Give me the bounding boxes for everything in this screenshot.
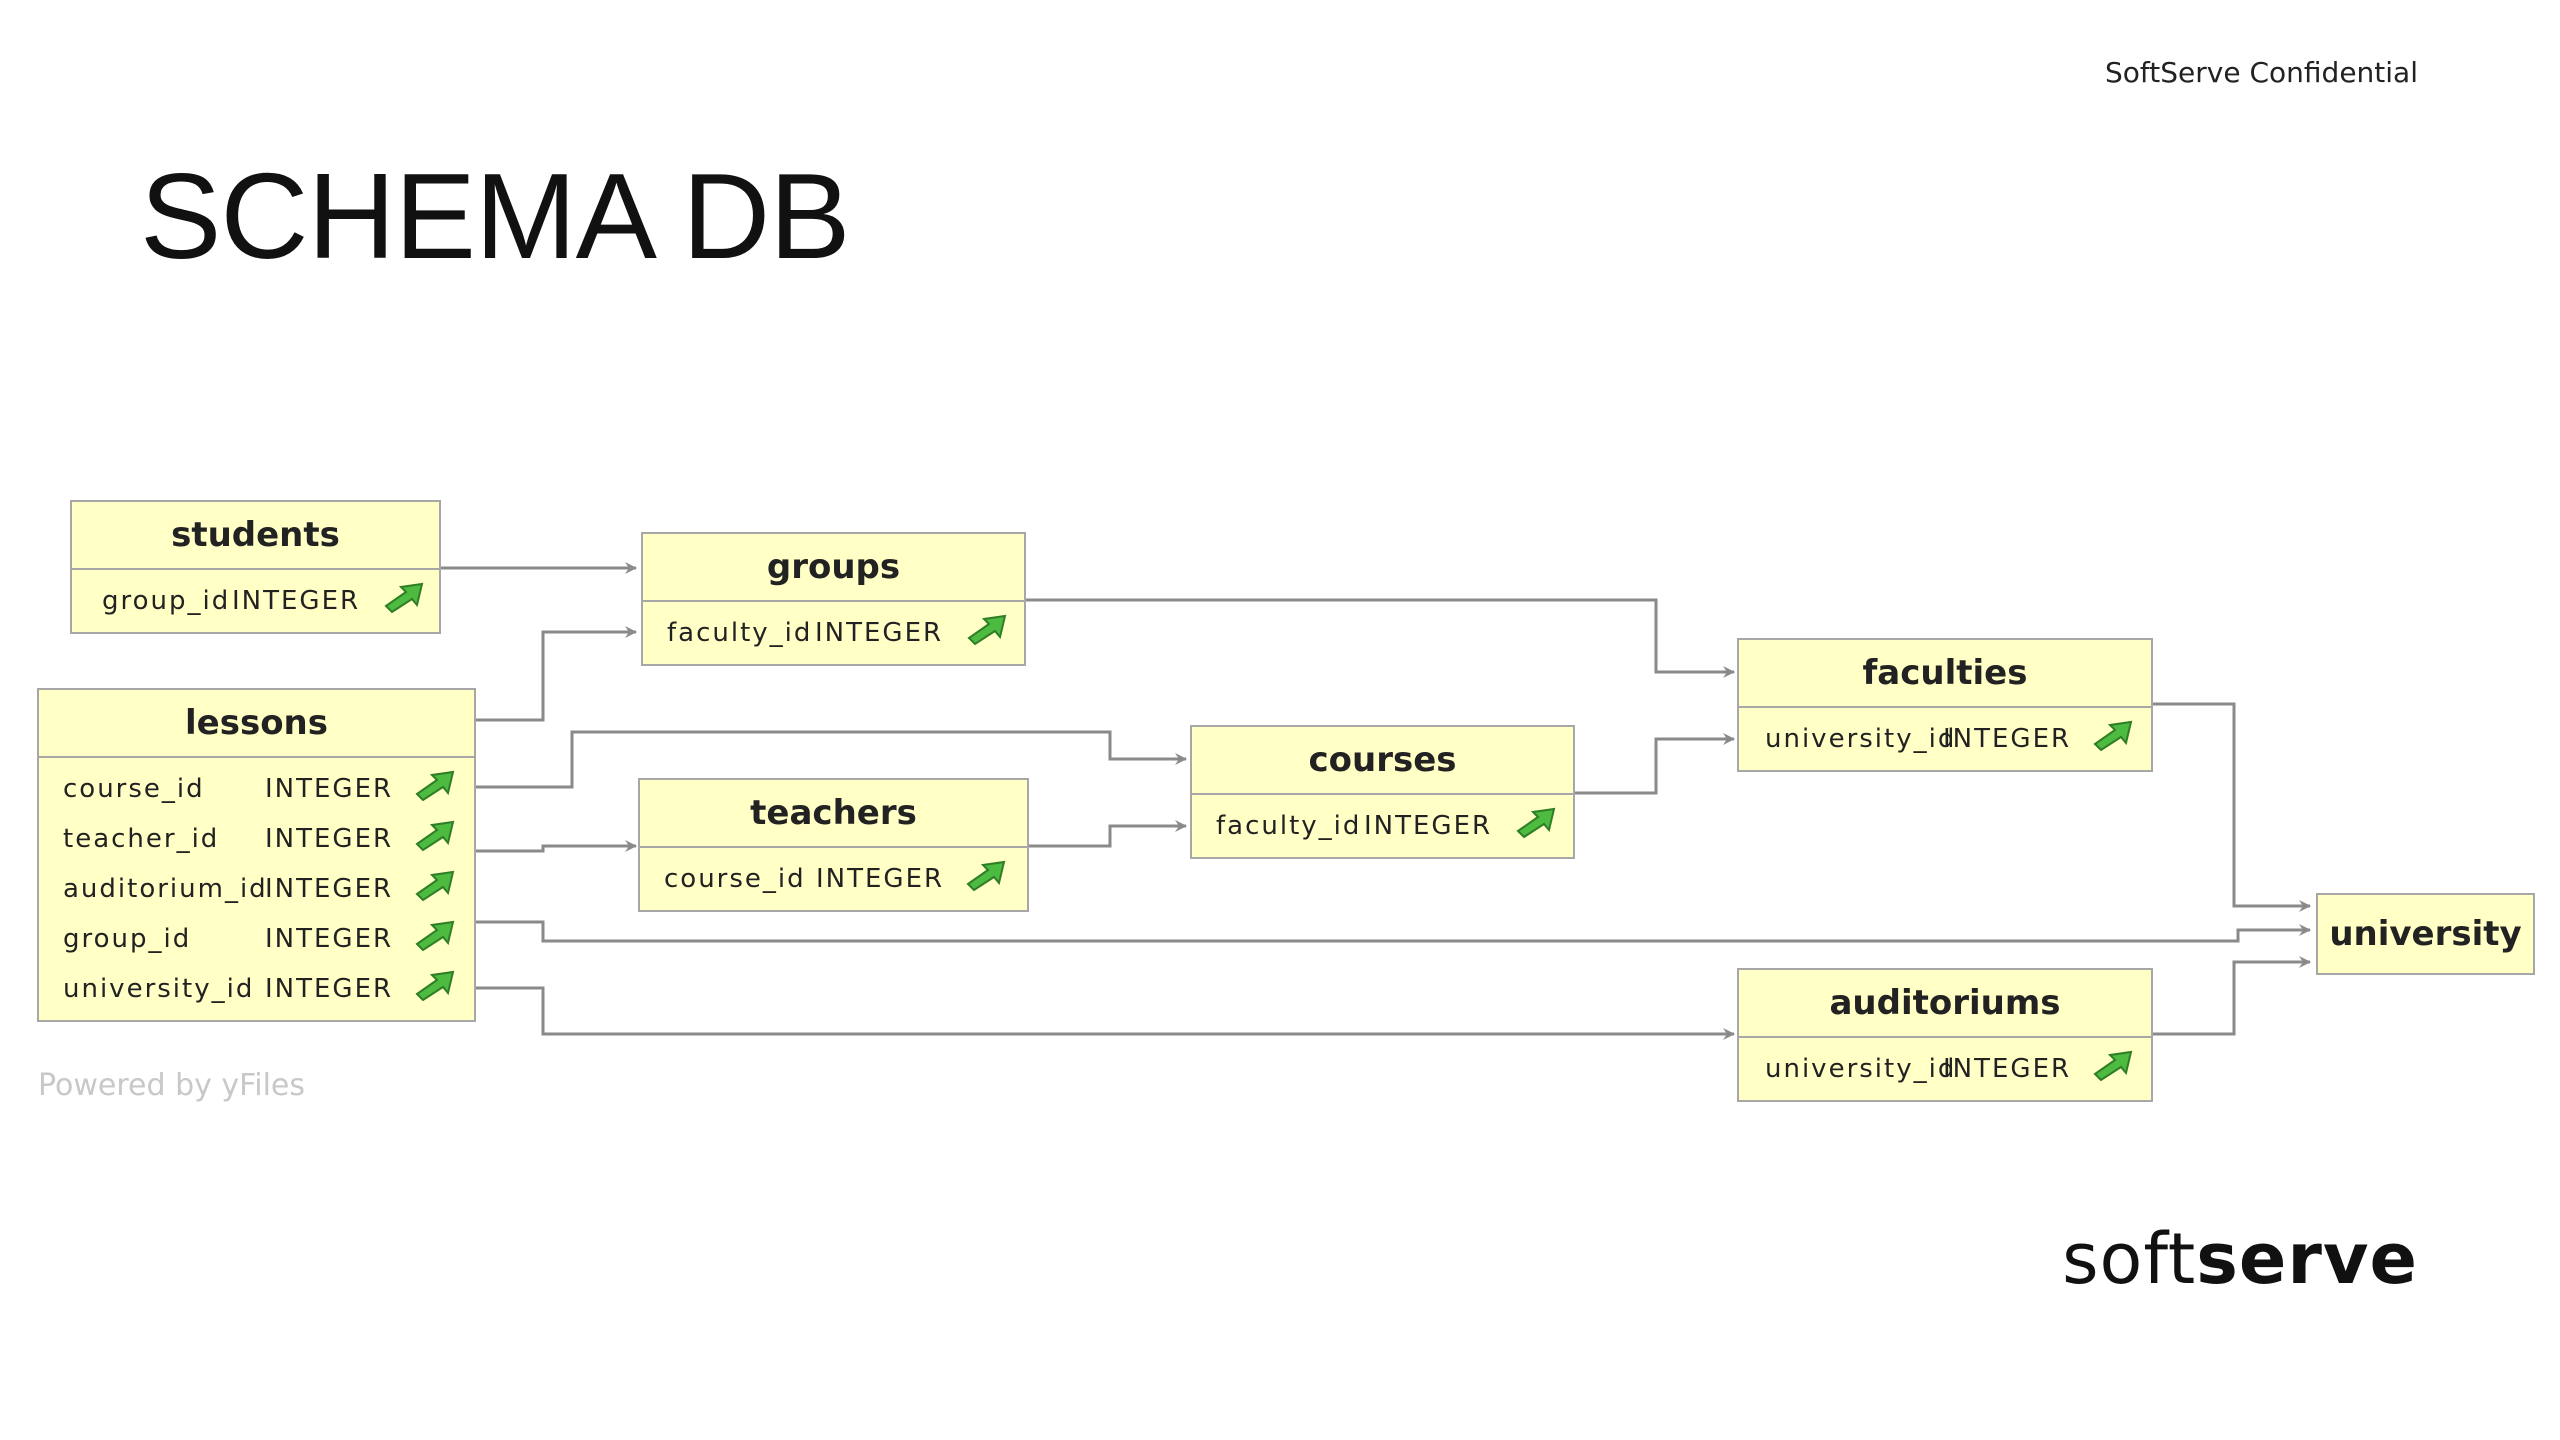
slide-title: SCHEMA DB <box>140 148 851 284</box>
foreign-key-arrow-icon <box>415 770 455 802</box>
table-title: students <box>72 502 439 570</box>
foreign-key-arrow-icon <box>415 920 455 952</box>
field-name: teacher_id <box>63 824 220 854</box>
field-type: INTEGER <box>265 774 394 804</box>
table-field: teacher_id INTEGER <box>39 812 474 862</box>
powered-by-label: Powered by yFiles <box>38 1068 305 1103</box>
table-field: group_id INTEGER <box>39 912 474 962</box>
softserve-logo: softserve <box>2062 1218 2418 1300</box>
table-field: university_id INTEGER <box>39 962 474 1012</box>
confidential-label: SoftServe Confidential <box>2105 56 2418 89</box>
edge-lessons-courses <box>476 730 1187 789</box>
edge-lessons-auditoriums <box>476 986 1735 1040</box>
table-groups[interactable]: groups faculty_id INTEGER <box>641 532 1026 666</box>
field-type: INTEGER <box>265 974 394 1004</box>
foreign-key-arrow-icon <box>967 614 1007 646</box>
table-title: auditoriums <box>1739 970 2151 1038</box>
table-courses[interactable]: courses faculty_id INTEGER <box>1190 725 1575 859</box>
foreign-key-arrow-icon <box>384 582 424 614</box>
field-name: auditorium_id <box>63 874 268 904</box>
logo-bold-text: serve <box>2196 1218 2418 1300</box>
field-type: INTEGER <box>265 874 394 904</box>
table-field: faculty_id INTEGER <box>643 606 1024 656</box>
field-name: group_id <box>102 586 231 616</box>
field-type: INTEGER <box>816 864 945 894</box>
table-title: university <box>2329 914 2522 954</box>
edge-courses-faculties <box>1575 733 1735 795</box>
edge-auditoriums-university <box>2153 956 2311 1036</box>
table-title: groups <box>643 534 1024 602</box>
field-type: INTEGER <box>1364 811 1493 841</box>
table-auditoriums[interactable]: auditoriums university_id INTEGER <box>1737 968 2153 1102</box>
field-type: INTEGER <box>232 586 361 616</box>
field-name: faculty_id <box>1216 811 1362 841</box>
field-type: INTEGER <box>265 924 394 954</box>
table-students[interactable]: students group_id INTEGER <box>70 500 441 634</box>
table-lessons[interactable]: lessons course_id INTEGER teacher_id INT… <box>37 688 476 1022</box>
field-type: INTEGER <box>815 618 944 648</box>
field-type: INTEGER <box>265 824 394 854</box>
field-type: INTEGER <box>1943 1054 2072 1084</box>
table-teachers[interactable]: teachers course_id INTEGER <box>638 778 1029 912</box>
logo-light-text: soft <box>2062 1218 2197 1300</box>
field-name: course_id <box>63 774 205 804</box>
table-title: teachers <box>640 780 1027 848</box>
foreign-key-arrow-icon <box>2093 1050 2133 1082</box>
field-name: faculty_id <box>667 618 813 648</box>
foreign-key-arrow-icon <box>415 820 455 852</box>
foreign-key-arrow-icon <box>966 860 1006 892</box>
edge-teachers-courses <box>1029 820 1187 848</box>
table-university[interactable]: university <box>2316 893 2535 975</box>
table-field: auditorium_id INTEGER <box>39 862 474 912</box>
table-field: university_id INTEGER <box>1739 712 2151 762</box>
table-title: faculties <box>1739 640 2151 708</box>
table-field: course_id INTEGER <box>39 762 474 812</box>
field-type: INTEGER <box>1943 724 2072 754</box>
table-field: group_id INTEGER <box>72 574 439 624</box>
edge-lessons-teachers <box>476 840 637 853</box>
table-title: lessons <box>39 690 474 758</box>
table-field: faculty_id INTEGER <box>1192 799 1573 849</box>
field-name: university_id <box>63 974 255 1004</box>
edge-lessons-university-a <box>476 920 2311 943</box>
field-name: university_id <box>1765 1054 1957 1084</box>
foreign-key-arrow-icon <box>1516 807 1556 839</box>
foreign-key-arrow-icon <box>415 970 455 1002</box>
table-field: course_id INTEGER <box>640 852 1027 902</box>
table-faculties[interactable]: faculties university_id INTEGER <box>1737 638 2153 772</box>
edge-faculties-university <box>2153 702 2311 912</box>
table-field: university_id INTEGER <box>1739 1042 2151 1092</box>
table-title: courses <box>1192 727 1573 795</box>
field-name: group_id <box>63 924 192 954</box>
field-name: course_id <box>664 864 806 894</box>
edge-lessons-groups <box>476 626 637 722</box>
foreign-key-arrow-icon <box>415 870 455 902</box>
field-name: university_id <box>1765 724 1957 754</box>
foreign-key-arrow-icon <box>2093 720 2133 752</box>
edge-groups-faculties <box>1026 598 1735 678</box>
